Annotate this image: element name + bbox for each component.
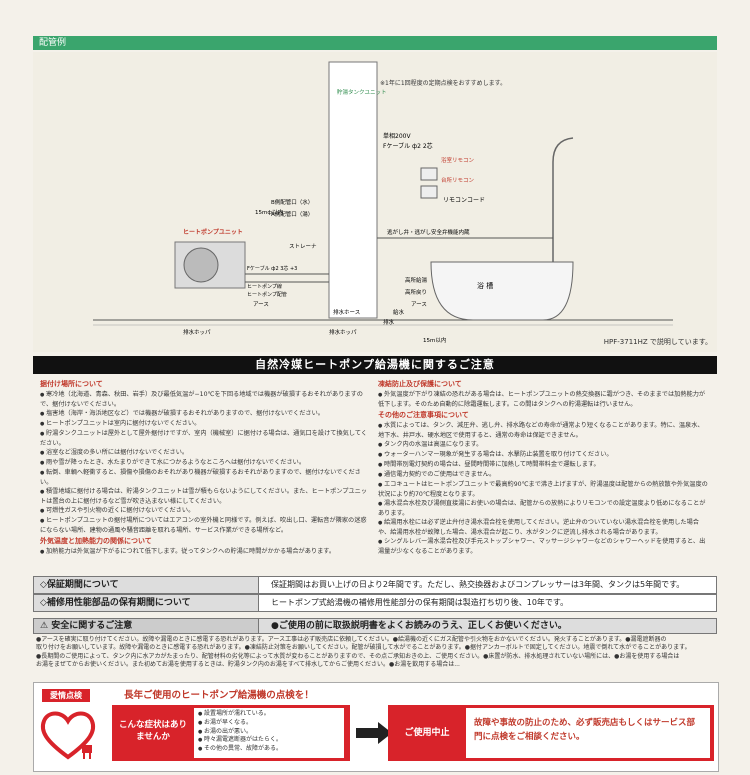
earth-label-1: アース (253, 301, 269, 308)
power-label: 単相200V (383, 132, 411, 140)
heart-plug-icon (40, 711, 96, 760)
warranty-row: ◇保証期間について 保証期間はお買い上げの日より2年間です。ただし、熱交換器およ… (33, 576, 717, 594)
notice-item: 湯水混合水栓及び湯側直接湯にお使いの場合は、配管からの放熱によりリモコンでの設定… (378, 499, 708, 518)
safety-key: ⚠ 安全に関するご注意 (34, 619, 259, 633)
b-outlet-label: B側配管口（水） (271, 198, 313, 206)
notice-item: 時間帯別電灯契約の場合は、昼間時間帯に加熱して時間帯料金で運転します。 (378, 460, 708, 470)
tank-unit-label: 貯湯タンクユニット (337, 88, 387, 96)
notice-right-list-1: 外気温度が下がり凍結の恐れがある場合は、ヒートポンプユニットの熱交換器に霜がつき… (378, 390, 708, 409)
safety-line: ●アースを確実に取り付けてください。故障や漏電のときに感電する恐れがあります。ア… (36, 636, 667, 643)
stop-use-label: ご使用中止 (404, 728, 450, 738)
notice-item: 雨や雪が降ったとき、水たまりができて水につかるようなところへは据付けないでくださ… (40, 458, 370, 468)
parts-period-key: ◇補修用性能部品の保有期間について (34, 595, 259, 611)
safety-body: ●アースを確実に取り付けてください。故障や漏電のときに感電する恐れがあります。ア… (36, 636, 714, 670)
notice-title: 自然冷媒ヒートポンプ給湯機に関するご注意 (33, 356, 717, 374)
notice-item: 寒冷地（北海道、青森、秋田、岩手）及び最低気温が−10℃を下回る地域では機器が破… (40, 390, 370, 409)
strainer-label: ストレーナ (289, 243, 317, 250)
symptom-item: 設置場所が濡れている。 (198, 710, 340, 719)
heat-pump-fan (183, 247, 219, 283)
section-header: 配管例 (33, 36, 717, 50)
f-cable-hp-label: Fケーブル ф2 3芯 +3 (247, 265, 297, 272)
parts-period-value: ヒートポンプ式給湯機の補修用性能部分の保有期間は製造打ち切り後、10年です。 (259, 595, 716, 611)
warranty-value: 保証期間はお買い上げの日より2年間です。ただし、熱交換器およびコンプレッサーは3… (259, 577, 716, 593)
symptom-label: こんな症状はありませんか (118, 720, 187, 742)
water-supply-label: 給水 (393, 308, 405, 316)
notice-item: 浴室など湿度の多い所には据付けないでください。 (40, 448, 370, 458)
inspection-title: 長年ご使用のヒートポンプ給湯機の点検を！ (124, 690, 314, 701)
notice-right-sec-title: その他のご注意事項について (378, 411, 469, 419)
notice-item: 積雪地域に据付ける場合は、貯湯タンクユニットは雪が積もらないようにしてください。… (40, 487, 370, 506)
notice-item: 塩害地（海岸・海浜地区など）では機器が破損するおそれがありますので、据付けないで… (40, 409, 370, 419)
notice-item: 給湯用水栓には必ず逆止弁付き湯水混合栓を使用してください。逆止弁のついていない湯… (378, 518, 708, 537)
safety-header: ⚠ 安全に関するご注意 ●ご使用の前に取扱説明書をよくお読みのうえ、正しくお使い… (33, 618, 717, 634)
a-outlet-label: A側配管口（湯） (271, 210, 313, 218)
parts-period-row: ◇補修用性能部品の保有期間について ヒートポンプ式給湯機の補修用性能部分の保有期… (33, 594, 717, 612)
bathtub (430, 261, 574, 321)
tank-unit (328, 61, 378, 319)
hp-pipe-label: ヒートポンプ配管 (247, 291, 287, 298)
notice-item: 貯湯タンクユニットは屋外として屋外据付けですが、室内（機械室）に据付ける場合は、… (40, 429, 370, 448)
notice-right-sec-title: 凍結防止及び保護について (378, 380, 462, 388)
model-note: HPF-3711HZ で説明しています。 (603, 338, 712, 346)
notice-item: 外気温度が下がり凍結の恐れがある場合は、ヒートポンプユニットの熱交換器に霜がつき… (378, 390, 708, 409)
notice-left-column: 据付け場所について 寒冷地（北海道、青森、秋田、岩手）及び最低気温が−10℃を下… (40, 378, 370, 557)
notice-item: シングルレバー湯水混合栓及び手元ストップシャワー、マッサージシャワーなどのシャワ… (378, 537, 708, 556)
notice-left-list-2: 加熱能力は外気温が下がるにつれて低下します。従ってタンクへの貯湯に時間がかかる場… (40, 547, 370, 557)
symptom-item: お湯の出が悪い。 (198, 728, 340, 737)
drain-hopper-label-2: 排水ホッパ (329, 328, 357, 336)
notice-left-sec-title: 外気温度と加熱能力の関係について (40, 537, 152, 545)
inspection-panel: 愛情点検 長年ご使用のヒートポンプ給湯機の点検を！ こんな症状はありませんか 設… (33, 682, 719, 772)
symptom-list: 設置場所が濡れている。 お湯が早くなる。 お湯の出が悪い。 時々漏電遮断器がはた… (194, 708, 344, 758)
heat-pump-label: ヒートポンプユニット (183, 228, 243, 236)
drain-label: 排水 (383, 318, 395, 326)
notice-item: 加熱能力は外気温が下がるにつれて低下します。従ってタンクへの貯湯に時間がかかる場… (40, 547, 370, 557)
notice-item: 通信電力契約でのご使用はできません。 (378, 470, 708, 480)
safety-line: 取り付けをお願いしています。故障や漏電のときに感電する恐れがあります。●凍結防止… (36, 644, 691, 652)
kitchen-remote-label: 台所リモコン (441, 176, 475, 184)
notice-item: 水質によっては、タンク、減圧弁、逃し弁、排水路などの寿命が通常より短くなることが… (378, 421, 708, 440)
inspection-note: ※1年に1回程度の定期点検をおすすめします。 (380, 80, 507, 87)
distance-bottom-label: 15m以内 (423, 336, 446, 344)
notice-item: タンク内の水温は高温になります。 (378, 440, 708, 450)
remote-cord-label: リモコンコード (443, 197, 485, 204)
symptom-item: 時々漏電遮断器がはたらく。 (198, 736, 340, 745)
notice-right-list-2: 水質によっては、タンク、減圧弁、逃し弁、排水路などの寿命が通常より短くなることが… (378, 421, 708, 556)
symptom-item: その他の異常、故障がある。 (198, 745, 340, 754)
symptom-item: お湯が早くなる。 (198, 719, 340, 728)
safety-line: お湯をまぜてからお使いください。また初めてお湯を使用するときは、貯湯タンク内のお… (36, 661, 460, 669)
arrow-right-icon (356, 722, 392, 744)
shower-pipe (552, 137, 574, 302)
hot-water-return-label: 高所戻り (405, 288, 427, 296)
bathtub-label: 浴 槽 (477, 281, 493, 290)
notice-item: ヒートポンプユニットは室内に据付けないでください。 (40, 419, 370, 429)
hot-water-supply-label: 高所給湯 (405, 276, 428, 284)
notice-item: ウォーターハンマー現象が発生する場合は、水撃防止装置を取り付けてください。 (378, 450, 708, 460)
bath-remote (420, 167, 438, 181)
f-cable-top-label: Fケーブル ф2 2芯 (383, 142, 433, 150)
stop-use-box: ご使用中止 故障や事故の防止のため、必ず販売店もしくはサービス部門に点検をご相談… (388, 705, 714, 761)
safety-line: ●長期間のご使用によって、タンク内に水アカがたまったり、配管材料の劣化等によって… (36, 652, 680, 660)
hp-cable-label: ヒートポンプ線 (247, 283, 282, 290)
bath-remote-label: 浴室リモコン (441, 156, 475, 164)
warranty-key: ◇保証期間について (34, 577, 259, 593)
safety-value: ●ご使用の前に取扱説明書をよくお読みのうえ、正しくお使いください。 (259, 619, 716, 633)
inspection-badge: 愛情点検 (42, 689, 90, 702)
mixing-valve-label: 逃がし弁・逃がし安全弁機能内蔵 (387, 228, 470, 236)
kitchen-remote (420, 185, 438, 199)
drain-hopper-label-1: 排水ホッパ (183, 328, 211, 336)
drain-hose-label: 排水ホース (333, 308, 360, 316)
notice-right-column: 凍結防止及び保護について 外気温度が下がり凍結の恐れがある場合は、ヒートポンプユ… (378, 378, 708, 556)
notice-left-sec-title: 据付け場所について (40, 380, 103, 388)
symptom-box: こんな症状はありませんか 設置場所が濡れている。 お湯が早くなる。 お湯の出が悪… (112, 705, 350, 761)
notice-item: 転倒、車輌へ軽衝すると、損傷や損傷のおそれがあり機器が破損するおそれがありますの… (40, 468, 370, 487)
piping-diagram: 貯湯タンクユニット ヒートポンプユニット 単相200V Fケーブル ф2 2芯 … (33, 52, 717, 352)
notice-item: ヒートポンプユニットの据付場所についてはエアコンの室外機と同様です。例えば、吹出… (40, 516, 370, 535)
earth-label-2: アース (411, 301, 427, 308)
distance-top-label: 15mф以内 (255, 208, 283, 216)
notice-item: エコキュートはヒートポンプユニットで最高約90℃まで沸き上げますが、貯湯温度は配… (378, 480, 708, 499)
notice-left-list-1: 寒冷地（北海道、青森、秋田、岩手）及び最低気温が−10℃を下回る地域では機器が破… (40, 390, 370, 535)
inspection-message: 故障や事故の防止のため、必ず販売店もしくはサービス部門に点検をご相談ください。 (466, 708, 710, 758)
notice-item: 可燃性ガスや引火物の近くに据付けないでください。 (40, 506, 370, 516)
